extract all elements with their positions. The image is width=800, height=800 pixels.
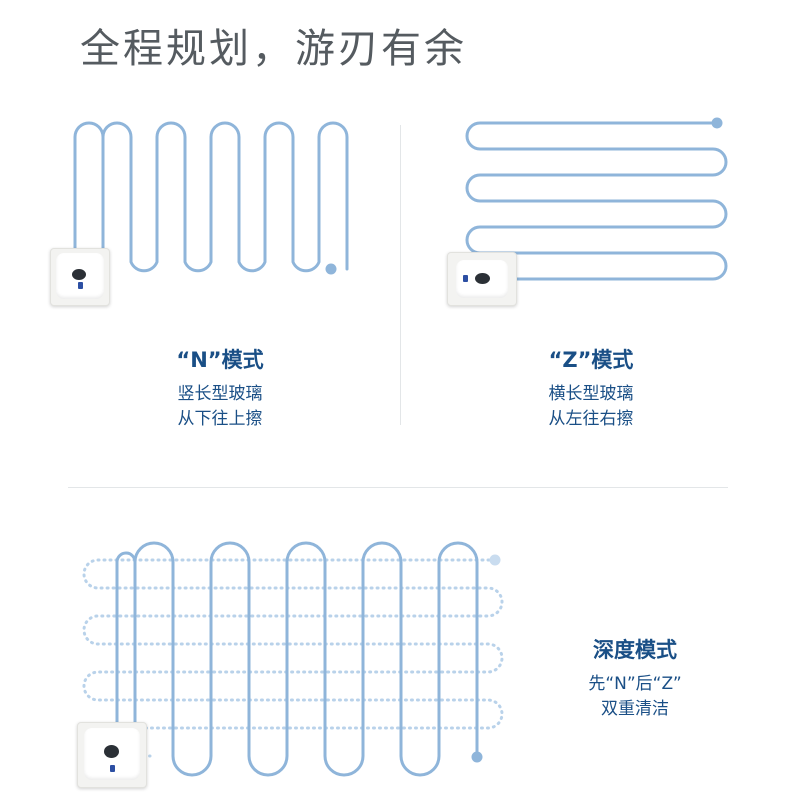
z-mode-end-dot-icon — [711, 117, 723, 129]
n-mode-path — [73, 121, 349, 273]
window-robot-icon — [50, 248, 110, 306]
z-mode-line2: 从左往右擦 — [548, 409, 634, 429]
z-mode-name: “Z”模式 — [548, 348, 634, 372]
page-title: 全程规划，游刃有余 — [80, 26, 467, 72]
deep-mode-start-dot-icon — [489, 554, 501, 566]
z-mode-caption: “Z”模式 横长型玻璃 从左往右擦 — [511, 344, 671, 432]
deep-mode-line1: 先“N”后“Z” — [588, 674, 682, 694]
window-robot-icon — [447, 252, 517, 306]
deep-mode-line2: 双重清洁 — [601, 699, 669, 719]
deep-mode-end-dot-icon — [471, 751, 483, 763]
window-robot-icon — [77, 722, 147, 788]
deep-mode-caption: 深度模式 先“N”后“Z” 双重清洁 — [555, 634, 715, 722]
n-mode-line1: 竖长型玻璃 — [177, 384, 263, 404]
z-mode-path — [465, 121, 728, 281]
n-mode-caption: “N”模式 竖长型玻璃 从下往上擦 — [140, 344, 300, 432]
n-mode-name: “N”模式 — [176, 348, 264, 372]
deep-mode-name: 深度模式 — [593, 638, 677, 662]
n-mode-end-dot-icon — [325, 263, 337, 275]
deep-mode-n-path — [115, 541, 479, 777]
z-mode-line1: 横长型玻璃 — [548, 384, 634, 404]
vertical-divider — [400, 125, 401, 425]
deep-mode-z-path — [82, 558, 504, 758]
horizontal-divider — [68, 487, 728, 488]
n-mode-line2: 从下往上擦 — [177, 409, 263, 429]
